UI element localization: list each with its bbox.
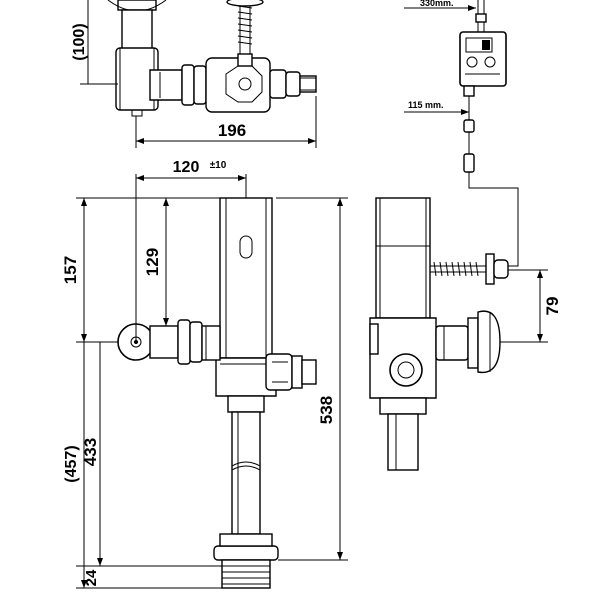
dim-front-height-sensor: 129 [143,248,162,276]
side-view: 330mm. 115 mm. 79 [369,0,562,471]
top-view: (100) 196 [71,0,317,148]
dim-front-horizontal-tolerance: ±10 [210,160,227,171]
dim-side-height: 79 [543,297,562,316]
dim-top-width: 196 [218,121,246,140]
dim-front-base: 24 [83,569,100,586]
dim-top-height: (100) [71,23,88,60]
front-view: 120 ±10 157 129 (457) 433 24 5 [61,159,348,589]
dim-side-cable-mid: 115 mm. [408,100,444,110]
dim-front-height-upper: 157 [61,256,80,284]
dim-side-cable-top: 330mm. [420,0,454,8]
dim-front-horizontal: 120 [173,159,200,176]
dim-front-height-inlet: 433 [81,438,100,466]
dim-front-total-height: 538 [317,396,336,424]
dim-front-height-inlet-ref: (457) [63,445,80,482]
